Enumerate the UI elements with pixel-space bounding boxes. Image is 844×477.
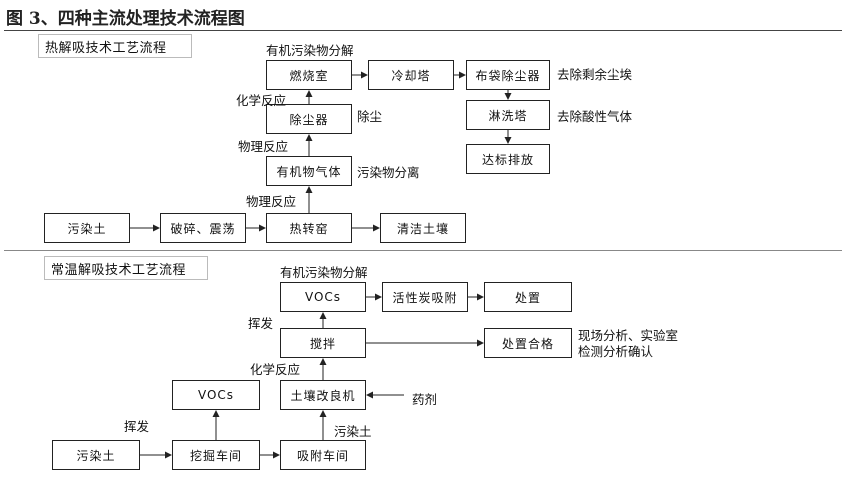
box-organic-gas: 有机物气体 xyxy=(266,156,352,186)
box-thermal-soil: 污染土 xyxy=(44,213,130,243)
box-clean-soil: 清洁土壤 xyxy=(380,213,466,243)
figure-title: 图 3、四种主流处理技术流程图 xyxy=(6,9,245,29)
box-absorb-workshop: 吸附车间 xyxy=(280,440,366,470)
label-remove-dust: 去除剩余尘埃 xyxy=(557,67,633,82)
label-phys-reaction-1: 物理反应 xyxy=(238,139,289,154)
box-mixing: 搅拌 xyxy=(280,328,366,358)
box-dispose: 处置 xyxy=(484,282,572,312)
label-chem-reaction: 化学反应 xyxy=(236,93,287,108)
label-dedust: 除尘 xyxy=(357,109,383,124)
label-polluted-soil: 污染土 xyxy=(334,424,372,439)
label-analysis: 现场分析、实验室检测分析确认 xyxy=(578,328,679,359)
label-ambient-organic-decomp: 有机污染物分解 xyxy=(280,265,368,280)
label-organic-decomp: 有机污染物分解 xyxy=(266,43,354,58)
box-rotary-kiln: 热转窑 xyxy=(266,213,352,243)
box-qualified: 处置合格 xyxy=(484,328,572,358)
box-vocs-left: VOCs xyxy=(172,380,260,410)
box-vocs-top: VOCs xyxy=(280,282,366,312)
box-activated-carbon: 活性炭吸附 xyxy=(382,282,468,312)
label-separate: 污染物分离 xyxy=(357,165,420,180)
label-phys-reaction-2: 物理反应 xyxy=(246,194,297,209)
box-ambient-soil: 污染土 xyxy=(52,440,140,470)
title-divider xyxy=(4,30,842,31)
box-combustion-chamber: 燃烧室 xyxy=(266,60,352,90)
label-agent: 药剂 xyxy=(412,392,438,407)
box-crush: 破碎、震荡 xyxy=(160,213,246,243)
ambient-section-title: 常温解吸技术工艺流程 xyxy=(44,256,208,280)
thermal-section-title: 热解吸技术工艺流程 xyxy=(38,34,192,58)
box-bag-filter: 布袋除尘器 xyxy=(466,60,550,90)
box-soil-improver: 土壤改良机 xyxy=(280,380,366,410)
label-volatile-2: 挥发 xyxy=(124,419,150,434)
box-cooling-tower: 冷却塔 xyxy=(368,60,454,90)
label-volatile-1: 挥发 xyxy=(248,316,274,331)
label-remove-acid: 去除酸性气体 xyxy=(557,109,633,124)
box-dust-collector: 除尘器 xyxy=(266,104,352,134)
box-spray-tower: 淋洗塔 xyxy=(466,100,550,130)
section-divider xyxy=(4,250,842,251)
box-dig-workshop: 挖掘车间 xyxy=(172,440,260,470)
label-ambient-chem: 化学反应 xyxy=(250,362,301,377)
box-discharge: 达标排放 xyxy=(466,144,550,174)
